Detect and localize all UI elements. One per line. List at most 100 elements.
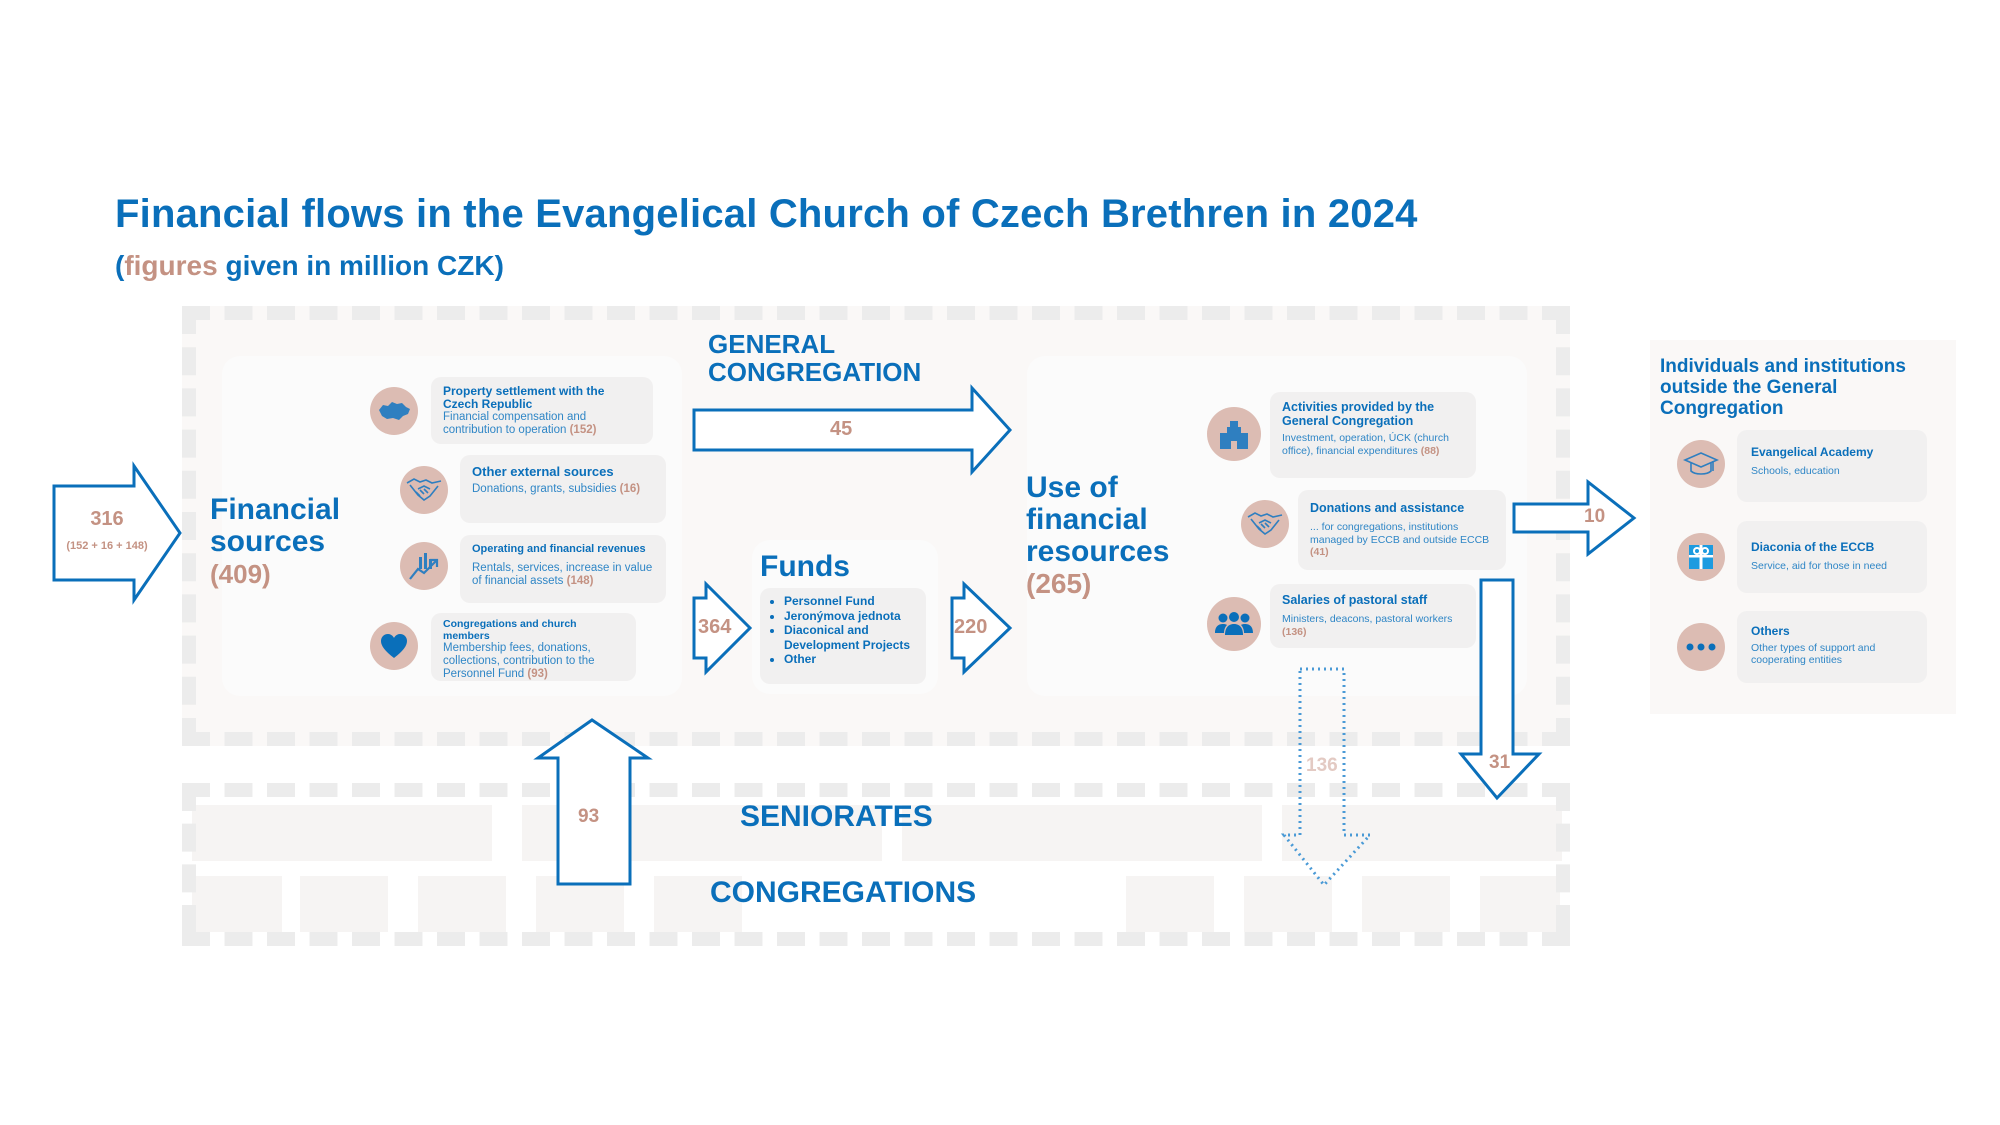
description-text: Financial compensation and contribution … xyxy=(443,411,587,436)
subtitle-open: ( xyxy=(115,250,125,281)
description-text: Rentals, services, increase in value of … xyxy=(472,562,653,587)
use-item-general-congregation-activities: Activities provided by the General Congr… xyxy=(1270,392,1476,478)
outside-item-description: Schools, education xyxy=(1751,465,1840,477)
inflow-arrow xyxy=(52,461,182,605)
handshake-icon xyxy=(1241,500,1289,548)
outside-flow-arrow xyxy=(1512,478,1637,558)
financial-sources-title-line1: Financial xyxy=(210,493,341,526)
use-item-heading: Donations and assistance xyxy=(1310,501,1465,515)
source-item-description: Rentals, services, increase in value of … xyxy=(472,562,654,588)
inflow-breakdown: (152 + 16 + 148) xyxy=(66,540,148,552)
source-item-other-external: Other external sources Donations, grants… xyxy=(460,455,666,523)
source-item-congregations-members: Congregations and church members Members… xyxy=(431,613,636,681)
financial-sources-total: (409) xyxy=(210,559,271,589)
use-item-value: (136) xyxy=(1282,625,1307,638)
financial-sources-title-line2: sources xyxy=(210,525,326,558)
down-flow-value: 31 xyxy=(1489,752,1511,773)
use-title-line3: resources xyxy=(1026,535,1170,568)
funds-list: Personnel Fund Jeronýmova jednota Diacon… xyxy=(760,588,926,684)
general-congregation-flow-value: 45 xyxy=(830,418,853,440)
description-text: Investment, operation, ÚCK (church offic… xyxy=(1282,432,1449,457)
congregations-up-arrow xyxy=(533,718,653,886)
source-item-value: (148) xyxy=(566,575,594,587)
lower-frame-right-edge xyxy=(1556,783,1584,933)
description-text: ... for congregations, institutions mana… xyxy=(1310,521,1490,546)
funds-list-item: Diaconical and Development Projects xyxy=(784,623,916,652)
growth-chart-icon xyxy=(400,542,448,590)
people-icon xyxy=(1207,597,1261,651)
general-congregation-label: GENERAL CONGREGATION xyxy=(708,330,921,386)
subtitle-highlight: figures xyxy=(124,250,218,281)
source-item-description: Financial compensation and contribution … xyxy=(443,411,641,437)
source-item-heading: Property settlement with the Czech Repub… xyxy=(443,384,605,411)
source-item-value: (16) xyxy=(619,483,641,495)
use-item-donations-assistance: Donations and assistance ... for congreg… xyxy=(1298,490,1506,570)
general-congregation-label-line2: CONGREGATION xyxy=(708,357,922,387)
use-item-heading: Salaries of pastoral staff xyxy=(1282,593,1428,607)
use-item-value: (88) xyxy=(1420,444,1440,457)
source-item-heading: Other external sources xyxy=(472,464,614,479)
more-dots-icon xyxy=(1677,623,1725,671)
financial-sources-title: Financial sources (409) xyxy=(210,494,340,590)
page-subtitle: (figures given in million CZK) xyxy=(115,250,504,282)
outside-item-description: Service, aid for those in need xyxy=(1751,560,1887,572)
funds-out-arrow xyxy=(950,580,1013,676)
description-text: Donations, grants, subsidies xyxy=(472,483,617,495)
salaries-down-value: 136 xyxy=(1306,755,1338,776)
outside-item-heading: Evangelical Academy xyxy=(1751,445,1874,459)
congregations-tier xyxy=(182,868,1570,946)
use-title-line2: financial xyxy=(1026,503,1148,536)
funds-list-item: Other xyxy=(784,652,916,667)
use-item-description: Ministers, deacons, pastoral workers (13… xyxy=(1282,613,1464,638)
outside-flow-value: 10 xyxy=(1584,506,1606,527)
funds-in-arrow xyxy=(692,580,753,676)
funds-list-item: Jeronýmova jednota xyxy=(784,609,916,624)
general-congregation-label-line1: GENERAL xyxy=(708,329,836,359)
congregations-up-value: 93 xyxy=(578,806,600,827)
source-item-heading: Operating and financial revenues xyxy=(472,543,646,555)
source-item-description: Membership fees, donations, collections,… xyxy=(443,642,624,681)
diaconia-logo-icon xyxy=(1677,533,1725,581)
general-congregation-flow-arrow xyxy=(692,384,1013,476)
salaries-down-dotted-arrow xyxy=(1280,667,1374,888)
use-item-salaries-pastoral-staff: Salaries of pastoral staff Ministers, de… xyxy=(1270,584,1476,648)
outside-item-others: Others Other types of support and cooper… xyxy=(1737,611,1927,683)
outside-item-heading: Diaconia of the ECCB xyxy=(1751,540,1875,554)
czech-map-icon xyxy=(370,387,418,435)
building-icon xyxy=(1207,407,1261,461)
down-flow-arrow xyxy=(1457,578,1543,801)
source-item-value: (152) xyxy=(569,424,597,436)
subtitle-rest: given in million CZK) xyxy=(217,250,504,281)
use-item-heading: Activities provided by the General Congr… xyxy=(1282,400,1435,428)
outside-item-evangelical-academy: Evangelical Academy Schools, education xyxy=(1737,430,1927,502)
graduation-cap-icon xyxy=(1677,440,1725,488)
lower-frame-left-edge xyxy=(182,783,210,933)
outside-item-description: Other types of support and cooperating e… xyxy=(1751,642,1876,666)
use-item-description: ... for congregations, institutions mana… xyxy=(1310,521,1494,559)
source-item-heading: Congregations and church members xyxy=(443,618,577,642)
description-text: Membership fees, donations, collections,… xyxy=(443,642,595,680)
outside-item-heading: Others xyxy=(1751,624,1790,638)
seniorates-tier xyxy=(182,783,1570,867)
page-title: Financial flows in the Evangelical Churc… xyxy=(115,192,1418,236)
heart-icon xyxy=(370,622,418,670)
seniorates-label: SENIORATES xyxy=(740,800,933,833)
use-item-description: Investment, operation, ÚCK (church offic… xyxy=(1282,432,1464,457)
funds-out-value: 220 xyxy=(954,616,988,638)
funds-title: Funds xyxy=(760,550,850,583)
use-of-resources-title: Use of financial resources (265) xyxy=(1026,472,1169,600)
source-item-description: Donations, grants, subsidies (16) xyxy=(472,483,654,496)
description-text: Ministers, deacons, pastoral workers xyxy=(1282,613,1453,625)
congregations-label: CONGREGATIONS xyxy=(710,876,977,909)
outside-item-diaconia: Diaconia of the ECCB Service, aid for th… xyxy=(1737,521,1927,593)
inflow-value: 316 xyxy=(90,508,124,530)
funds-list-item: Personnel Fund xyxy=(784,594,916,609)
use-of-resources-total: (265) xyxy=(1026,568,1092,599)
outside-panel-title: Individuals and institutions outside the… xyxy=(1660,356,1906,419)
handshake-icon xyxy=(400,466,448,514)
funds-in-value: 364 xyxy=(698,616,732,638)
use-item-value: (41) xyxy=(1310,546,1329,558)
source-item-operating-revenues: Operating and financial revenues Rentals… xyxy=(460,535,666,603)
use-title-line1: Use of xyxy=(1026,471,1118,504)
source-item-property-settlement: Property settlement with the Czech Repub… xyxy=(431,377,653,444)
